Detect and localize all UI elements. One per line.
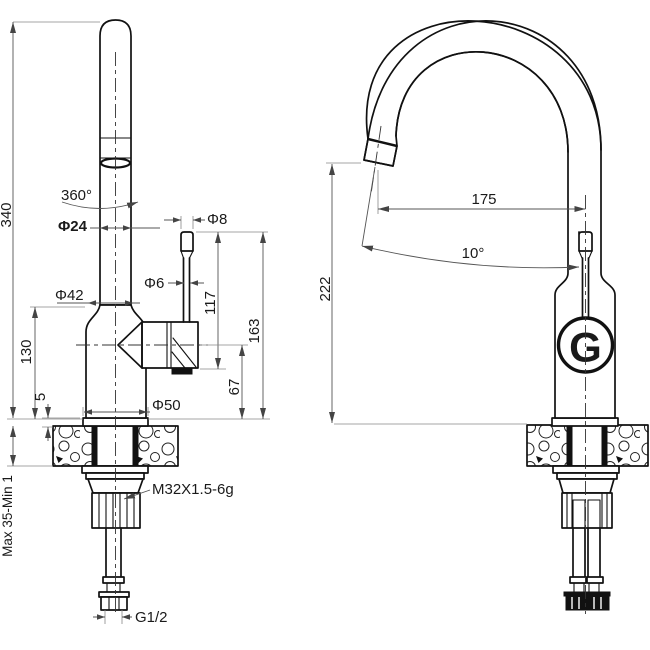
handle-height-label: 117 bbox=[202, 291, 219, 315]
side-aerator-tip bbox=[363, 138, 398, 167]
front-washer bbox=[81, 465, 149, 474]
front-handle-knob bbox=[180, 231, 194, 252]
side-dimensions: 222 175 10° bbox=[317, 162, 586, 425]
base-diameter-label: Φ50 bbox=[152, 397, 181, 414]
side-washer bbox=[552, 465, 620, 474]
flange-height-label: 5 bbox=[32, 393, 49, 401]
front-deck-right-hatch bbox=[138, 426, 178, 466]
side-seal-right bbox=[601, 424, 608, 467]
side-body: G bbox=[363, 20, 619, 427]
side-under-deck bbox=[552, 465, 620, 611]
side-hoses bbox=[572, 527, 601, 578]
outlet-height-label: 222 bbox=[317, 276, 334, 301]
front-housing-notch bbox=[171, 367, 193, 375]
side-nut-flange-right bbox=[585, 591, 611, 597]
outlet-angle-label: 10° bbox=[462, 245, 485, 262]
side-hose-ring-left bbox=[569, 576, 587, 584]
front-inlet-nut-facets bbox=[108, 596, 120, 611]
overall-height-label: 340 bbox=[0, 202, 15, 227]
front-inlet-nut bbox=[100, 596, 128, 611]
front-under-deck bbox=[81, 465, 149, 611]
counter-thickness-label: Max 35-Min 1 bbox=[0, 475, 15, 557]
side-spout-inner-arc bbox=[395, 50, 569, 153]
front-dimensions: 340 360° Φ24 Φ42 130 5 Max 35-Mi bbox=[0, 21, 270, 626]
front-view: 340 360° Φ24 Φ42 130 5 Max 35-Mi bbox=[0, 19, 270, 626]
body-height-label: 130 bbox=[18, 339, 35, 364]
front-centerlines bbox=[76, 52, 208, 614]
body-diameter-label: Φ42 bbox=[55, 287, 84, 304]
knob-diameter-label: Φ8 bbox=[207, 211, 227, 228]
front-seal-right bbox=[132, 425, 139, 467]
side-nut-flange-left bbox=[563, 591, 589, 597]
front-tube-ring bbox=[102, 576, 125, 584]
front-valve-housing bbox=[117, 231, 199, 375]
front-supply-tube bbox=[105, 527, 122, 578]
side-mount-nut bbox=[561, 492, 613, 529]
side-deck bbox=[526, 424, 649, 467]
spout-reach-label: 175 bbox=[471, 191, 496, 208]
front-nut-knurl bbox=[98, 492, 135, 529]
front-deck bbox=[52, 425, 179, 467]
front-deck-left-hatch bbox=[53, 426, 92, 466]
swivel-arc bbox=[61, 201, 139, 209]
side-hose-tips bbox=[573, 582, 600, 593]
side-deck-right-hatch bbox=[607, 425, 648, 466]
side-taper bbox=[558, 478, 615, 494]
side-inlet-nut-right bbox=[587, 595, 610, 611]
side-handle-taper bbox=[578, 250, 593, 259]
side-handle-stem bbox=[581, 257, 590, 323]
knob-top-height-label: 163 bbox=[246, 318, 263, 343]
front-spacer bbox=[85, 472, 145, 480]
side-flange bbox=[551, 417, 619, 427]
side-spacer bbox=[556, 472, 618, 480]
side-hose-ring-right bbox=[586, 576, 604, 584]
side-nut-knurl bbox=[566, 492, 608, 529]
side-deck-left-hatch bbox=[527, 425, 567, 466]
front-handle-stem bbox=[182, 257, 191, 323]
inlet-thread-label: G1/2 bbox=[135, 609, 168, 626]
side-aerator-joint bbox=[367, 137, 398, 148]
side-inlet-nut-left bbox=[565, 595, 588, 611]
front-housing-detail bbox=[171, 337, 197, 369]
side-nut-facets bbox=[571, 597, 602, 609]
front-seal-left bbox=[91, 425, 98, 467]
spout-diameter-label: Φ24 bbox=[58, 218, 88, 235]
side-seal-left bbox=[566, 424, 573, 467]
front-handle-taper bbox=[180, 250, 194, 259]
valve-center-height-label: 67 bbox=[226, 379, 243, 396]
side-spout-outer-arc bbox=[367, 20, 602, 151]
stem-diameter-label: Φ6 bbox=[144, 275, 164, 292]
swivel-angle-label: 360° bbox=[61, 187, 92, 204]
mount-thread-label: M32X1.5-6g bbox=[152, 481, 234, 498]
front-tube-tip bbox=[106, 582, 121, 593]
side-view: G 222 175 10° bbox=[317, 20, 649, 614]
front-body-bell bbox=[85, 304, 147, 419]
side-hose-tops bbox=[572, 499, 601, 529]
